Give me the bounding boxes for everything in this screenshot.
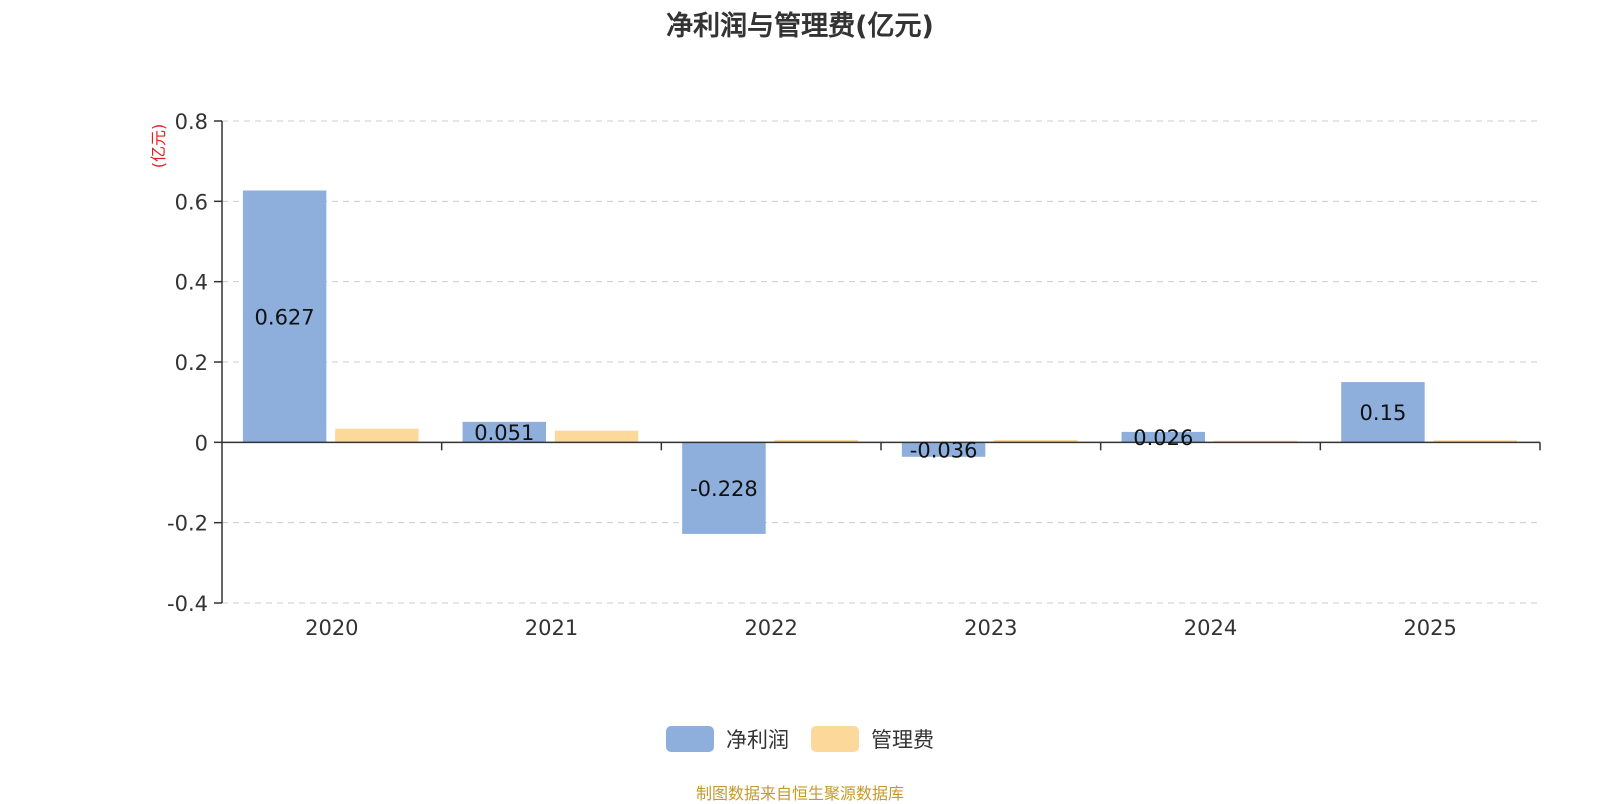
legend-item-management-fee[interactable]: 管理费 <box>811 724 934 754</box>
legend-label-management-fee: 管理费 <box>871 728 934 752</box>
legend-swatch-net-profit <box>666 726 714 752</box>
y-tick-label: 0.4 <box>175 271 208 295</box>
x-tick-label: 2021 <box>525 616 578 640</box>
bar-management-fee <box>774 439 858 443</box>
legend-swatch-management-fee <box>811 726 859 752</box>
data-label: 0.15 <box>1360 401 1407 425</box>
legend-item-net-profit[interactable]: 净利润 <box>666 724 789 754</box>
legend: 净利润 管理费 <box>0 724 1600 754</box>
labels: -0.4 -0.2 0 0.2 0.4 0.6 0.8 0.627 2020 0.051 2021 -… <box>167 110 1457 640</box>
x-tick-label: 2022 <box>744 616 797 640</box>
bar-net-profit <box>462 421 547 443</box>
y-tick-label: 0.6 <box>175 190 208 214</box>
y-tick-label: 0.8 <box>175 110 208 134</box>
bar-net-profit <box>901 442 986 457</box>
bar-management-fee <box>554 430 639 443</box>
data-label: 0.026 <box>1133 426 1193 450</box>
x-tick-label: 2024 <box>1184 616 1237 640</box>
bar-net-profit <box>1341 382 1425 443</box>
y-tick-label: -0.4 <box>167 592 208 616</box>
chart-title: 净利润与管理费(亿元) <box>666 11 934 42</box>
data-label: -0.228 <box>690 477 758 501</box>
bar-management-fee <box>1433 440 1517 443</box>
bar-management-fee <box>994 439 1078 443</box>
y-axis-title: (亿元) <box>149 124 168 169</box>
data-label: 0.051 <box>474 421 534 445</box>
x-tick-label: 2020 <box>305 616 358 640</box>
bar-net-profit <box>242 190 327 443</box>
grid-lines <box>222 120 1540 604</box>
bars <box>242 190 1517 534</box>
axes <box>214 120 1541 604</box>
bar-net-profit <box>1121 431 1206 443</box>
x-tick-label: 2025 <box>1403 616 1456 640</box>
bar-management-fee <box>335 428 419 443</box>
data-label: 0.627 <box>255 305 315 329</box>
bar-management-fee <box>1213 440 1298 443</box>
y-tick-label: -0.2 <box>167 512 208 536</box>
y-tick-label: 0 <box>195 431 208 455</box>
data-label: -0.036 <box>910 439 978 463</box>
bar-net-profit <box>682 442 766 534</box>
legend-label-net-profit: 净利润 <box>726 728 789 752</box>
source-note: 制图数据来自恒生聚源数据库 <box>695 784 904 803</box>
y-tick-label: 0.2 <box>175 351 208 375</box>
x-tick-label: 2023 <box>964 616 1017 640</box>
